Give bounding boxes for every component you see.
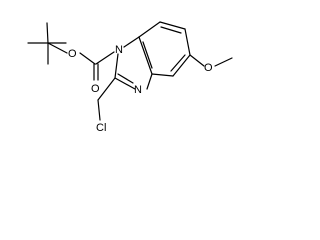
bond-c7-c6 <box>159 21 186 30</box>
bond-c4-c3a <box>151 73 174 77</box>
bond-n1-c2 <box>114 53 119 79</box>
bond-n1-c7a <box>123 36 140 48</box>
bond-c7a-c3a-inner <box>142 41 153 69</box>
imidazole-ring <box>114 36 153 90</box>
chloromethyl-group <box>97 77 116 121</box>
bond-c6-c5 <box>184 28 191 56</box>
atom-label-o-carbonyl: O <box>91 83 100 95</box>
bond-c2-n3-double <box>117 73 134 84</box>
methoxy-group <box>189 54 233 67</box>
bond-c7a-c3a <box>138 36 153 75</box>
bond-c7-c6-inner <box>160 26 182 34</box>
bond-c2-n3 <box>114 77 136 90</box>
bond-carbonyl-c-to-n1 <box>95 51 115 65</box>
atom-label-n1: N <box>115 44 123 56</box>
structure-svg: N N O O O Cl <box>27 21 233 134</box>
tert-butyl-group <box>27 22 67 65</box>
bond-ch2-cl <box>97 99 101 121</box>
bond-tbu-methyl-top <box>46 22 49 44</box>
bond-c5-o-methoxy <box>189 54 205 67</box>
benzene-ring <box>138 21 191 77</box>
atom-label-cl: Cl <box>96 122 106 134</box>
atom-label-o-methoxy: O <box>204 62 213 74</box>
atom-label-n3: N <box>134 84 142 96</box>
bond-tbu-to-ester-o <box>47 42 68 54</box>
bond-c2-ch2 <box>97 77 116 101</box>
bond-n3-c3a <box>146 73 153 90</box>
molecule-diagram: N N O O O Cl <box>0 0 238 157</box>
atom-label-o-ester: O <box>68 48 77 60</box>
bond-c5-c4 <box>172 54 191 77</box>
bond-c5-c4-inner <box>170 54 186 72</box>
bond-c7a-c7 <box>138 21 161 38</box>
ester-linkage <box>47 42 115 81</box>
bond-ester-o-to-carbonyl-c <box>79 52 96 65</box>
bond-o-methoxy-ch3 <box>214 57 233 67</box>
